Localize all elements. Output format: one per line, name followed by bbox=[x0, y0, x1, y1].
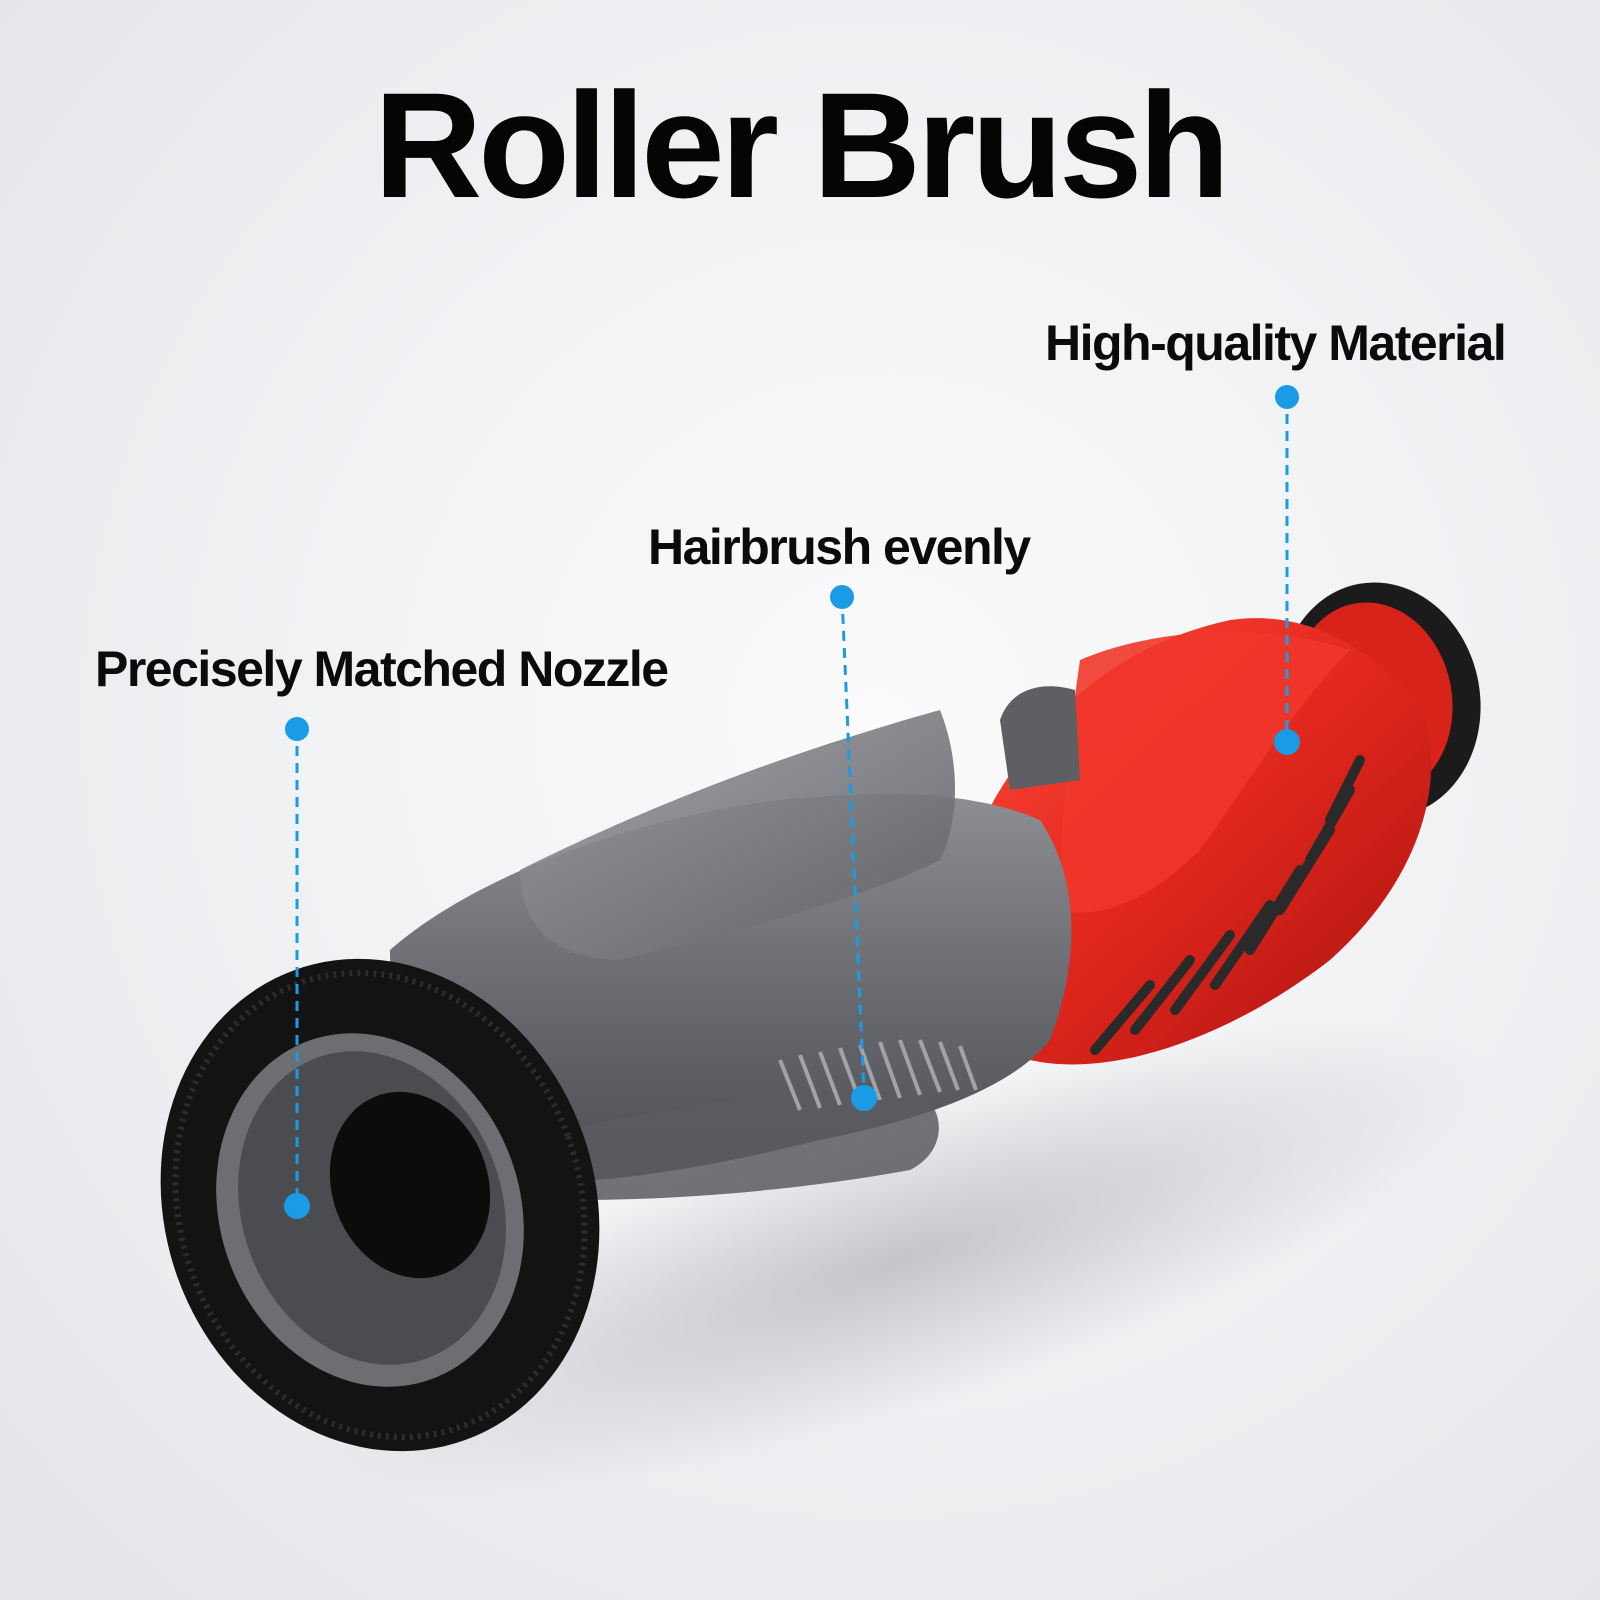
callout-nozzle-marker bbox=[284, 717, 310, 1219]
callout-material-marker bbox=[1274, 385, 1300, 755]
callout-label-material: High-quality Material bbox=[1045, 315, 1507, 371]
gray-fin bbox=[520, 710, 955, 960]
red-section-bristles bbox=[1090, 755, 1365, 1055]
callout-label-hairbrush: Hairbrush evenly bbox=[648, 519, 1031, 575]
red-fin bbox=[1060, 631, 1350, 913]
floor-shadow bbox=[308, 1021, 1492, 1499]
callout-hairbrush-marker bbox=[830, 585, 877, 1111]
nozzle-hole bbox=[329, 1091, 491, 1279]
callout-label-nozzle: Precisely Matched Nozzle bbox=[95, 641, 669, 697]
top-bristle-tuft bbox=[1000, 686, 1080, 790]
page-title: Roller Brush bbox=[373, 61, 1230, 229]
hairbrush-bristles bbox=[778, 1039, 978, 1111]
